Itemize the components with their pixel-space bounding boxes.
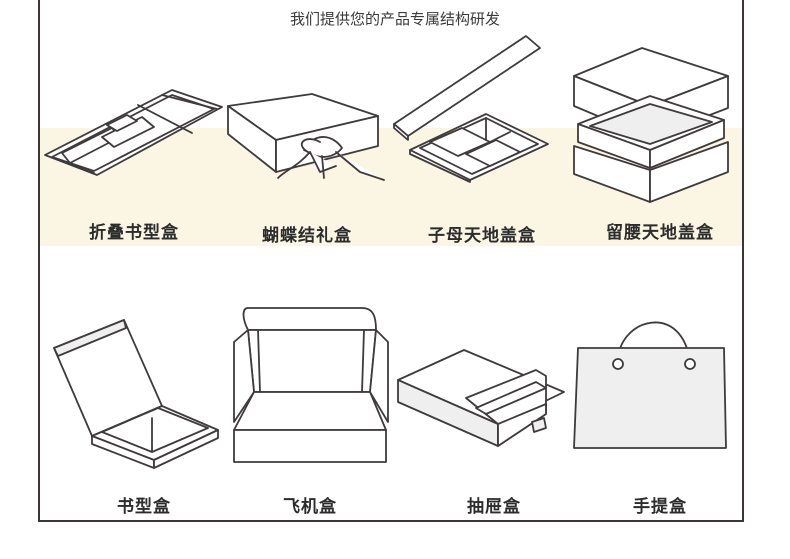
drawer-box-label: 抽屉盒 <box>467 497 521 517</box>
mailer-box-icon <box>230 302 390 471</box>
handbag-box-icon <box>570 306 730 455</box>
ribbon-gift-box-icon <box>224 86 385 190</box>
handbag-box-label: 手提盒 <box>633 497 687 517</box>
folding-book-box-icon <box>42 85 224 189</box>
drawer-box-icon <box>396 348 566 452</box>
mailer-box-label: 飞机盒 <box>283 497 337 517</box>
book-box-label: 书型盒 <box>117 497 171 517</box>
compartment-lid-box-label: 子母天地盖盒 <box>428 226 536 246</box>
waist-lid-box-icon <box>568 46 733 203</box>
compartment-lid-box-icon <box>390 32 555 186</box>
folding-book-box-label: 折叠书型盒 <box>89 223 179 243</box>
waist-lid-box-label: 留腰天地盖盒 <box>606 223 714 243</box>
book-box-icon <box>52 318 222 472</box>
catalog-frame <box>38 0 744 522</box>
page-title: 我们提供您的产品专属结构研发 <box>289 10 500 28</box>
ribbon-gift-box-label: 蝴蝶结礼盒 <box>262 226 352 246</box>
